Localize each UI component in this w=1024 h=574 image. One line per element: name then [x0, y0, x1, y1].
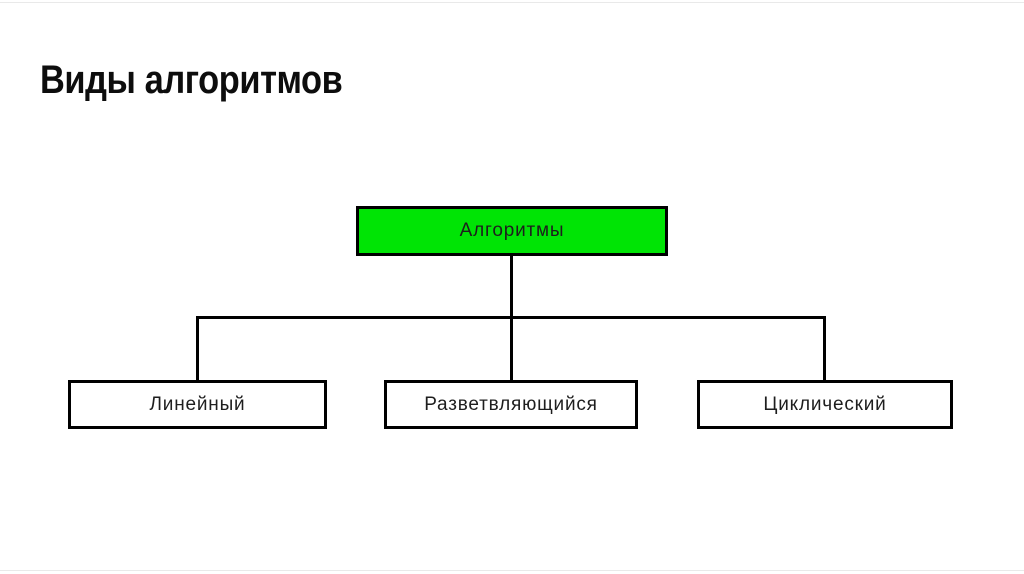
connector-right-vertical — [823, 316, 826, 380]
page-title: Виды алгоритмов — [40, 58, 343, 102]
node-branching: Разветвляющийся — [384, 380, 638, 429]
node-algorithms: Алгоритмы — [356, 206, 668, 256]
connector-horizontal — [196, 316, 826, 319]
slide-bottom-edge-line — [0, 570, 1024, 571]
node-cyclic-label: Циклический — [763, 393, 887, 415]
node-branching-label: Разветвляющийся — [424, 393, 598, 415]
slide-top-edge-line — [0, 2, 1024, 3]
node-cyclic: Циклический — [697, 380, 953, 429]
node-linear: Линейный — [68, 380, 327, 429]
node-linear-label: Линейный — [149, 393, 246, 415]
connector-left-vertical — [196, 316, 199, 380]
node-algorithms-label: Алгоритмы — [459, 220, 565, 241]
